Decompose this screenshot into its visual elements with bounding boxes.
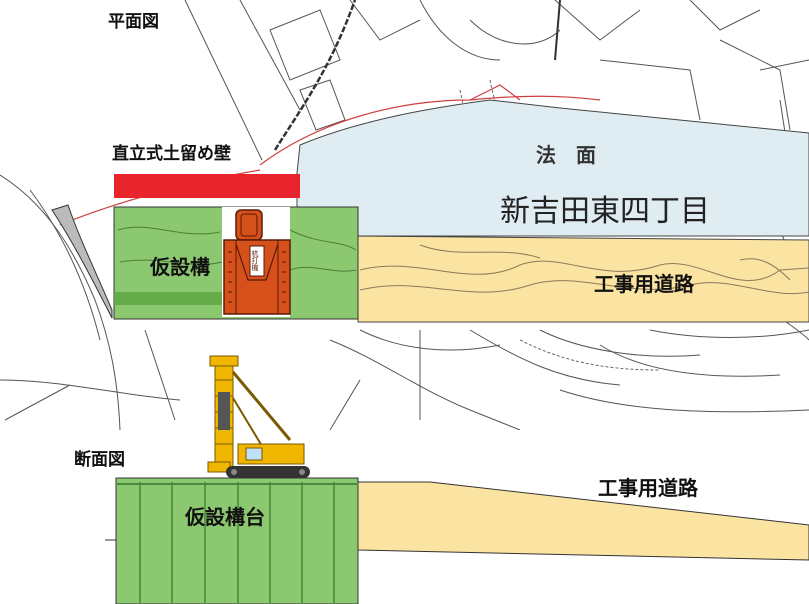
district-label: 新吉田東四丁目: [500, 194, 710, 229]
slope-area: [296, 99, 809, 237]
pile-driver-plan-icon: [222, 207, 291, 317]
road-line: [273, 0, 357, 151]
temp-structure-map-lines: [117, 226, 357, 272]
temp-structure-hatch: [114, 292, 222, 305]
retaining-wall-label: 直立式土留め壁: [112, 144, 231, 164]
plan-title: 平面図: [108, 12, 159, 32]
piles: [139, 482, 335, 604]
section-title: 断面図: [74, 450, 125, 470]
road-line-2: [554, 0, 561, 61]
work-road-section: [357, 481, 809, 561]
temp-structure-plan-label: 仮設構: [150, 255, 210, 279]
gravel-strip: [51, 204, 113, 319]
map-linework: [0, 0, 809, 430]
machine-plate-label: 杭打機: [251, 250, 259, 271]
temp-structure-section: [115, 477, 359, 604]
road-contours: [359, 244, 809, 295]
retaining-wall-bar: [114, 174, 300, 198]
pile-driver-side-icon: [207, 355, 310, 478]
plan-map: [0, 0, 809, 430]
work-road-plan-label: 工事用道路: [594, 272, 694, 296]
temp-structure-section-label: 仮設構台: [185, 505, 265, 529]
work-road-section-label: 工事用道路: [598, 476, 698, 500]
slope-label: 法 面: [536, 143, 596, 167]
